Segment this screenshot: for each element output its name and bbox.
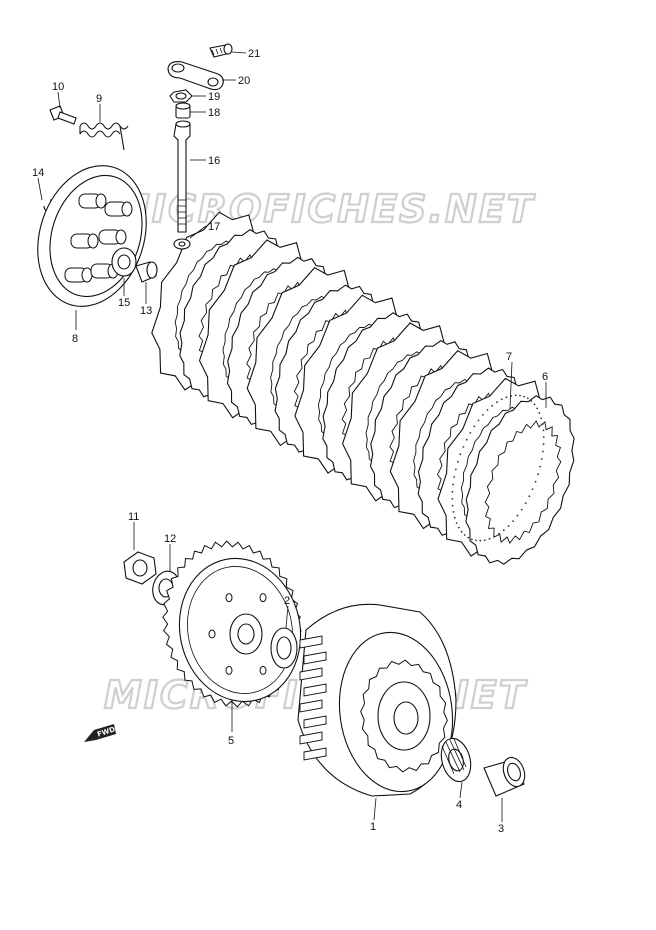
callout-20: 20	[238, 75, 250, 87]
nut-19	[169, 89, 193, 103]
housing-gear-teeth	[360, 659, 448, 773]
washer-17	[173, 238, 191, 250]
callout-14: 14	[32, 167, 44, 179]
callout-1: 1	[370, 821, 376, 833]
callout-2: 2	[284, 595, 290, 607]
release-lever-20	[167, 61, 224, 91]
bolt-21	[209, 43, 233, 58]
spring-9	[79, 122, 129, 151]
housing-slot	[303, 651, 327, 665]
housing-slot	[303, 747, 327, 761]
housing-slot	[299, 667, 323, 681]
callout-11: 11	[128, 511, 139, 523]
steel-plate	[465, 395, 575, 565]
spring-boss	[104, 201, 133, 217]
callout-17: 17	[208, 221, 220, 233]
spacer-3	[483, 756, 526, 797]
bolt-10	[49, 105, 77, 125]
bushing-18	[175, 102, 191, 119]
spring-boss	[98, 229, 127, 245]
callout-21: 21	[248, 48, 260, 60]
callout-10: 10	[52, 81, 64, 93]
callout-13: 13	[140, 305, 152, 317]
callout-15: 15	[118, 297, 130, 309]
forward-arrow-icon: FWD	[84, 724, 116, 742]
callout-3: 3	[498, 823, 504, 835]
push-piece-13	[135, 261, 158, 283]
gear-hole	[259, 665, 267, 675]
callout-12: 12	[164, 533, 176, 545]
driven-gear-5	[162, 540, 302, 708]
clutch-housing-1	[297, 603, 457, 797]
needle-bearing-4	[440, 737, 472, 783]
housing-slot	[299, 635, 323, 649]
clutch-plate-stack	[151, 211, 575, 565]
gear-hole	[225, 593, 233, 603]
spring-boss	[70, 233, 99, 249]
housing-slot	[303, 683, 327, 697]
housing-slot	[299, 731, 323, 745]
callout-16: 16	[208, 155, 220, 167]
housing-slot	[303, 715, 327, 729]
callout-8: 8	[72, 333, 78, 345]
callout-4: 4	[456, 799, 462, 811]
gear-hole	[225, 665, 233, 675]
gear-hole	[259, 593, 267, 603]
callout-18: 18	[208, 107, 220, 119]
gear-hole	[208, 629, 216, 639]
callout-5: 5	[228, 735, 234, 747]
callout-19: 19	[208, 91, 220, 103]
callout-9: 9	[96, 93, 102, 105]
release-shaft-16	[173, 120, 191, 233]
watermark-top: MICROFICHES.NET	[112, 187, 536, 231]
housing-slot	[299, 699, 323, 713]
callout-7: 7	[506, 351, 512, 363]
leader-lines	[37, 51, 547, 822]
spring-boss	[64, 267, 93, 283]
thrust-washer-2	[270, 627, 298, 669]
bearing-15	[111, 247, 137, 277]
callout-6: 6	[542, 371, 548, 383]
spring-boss	[78, 193, 107, 209]
nut-11	[123, 551, 157, 585]
